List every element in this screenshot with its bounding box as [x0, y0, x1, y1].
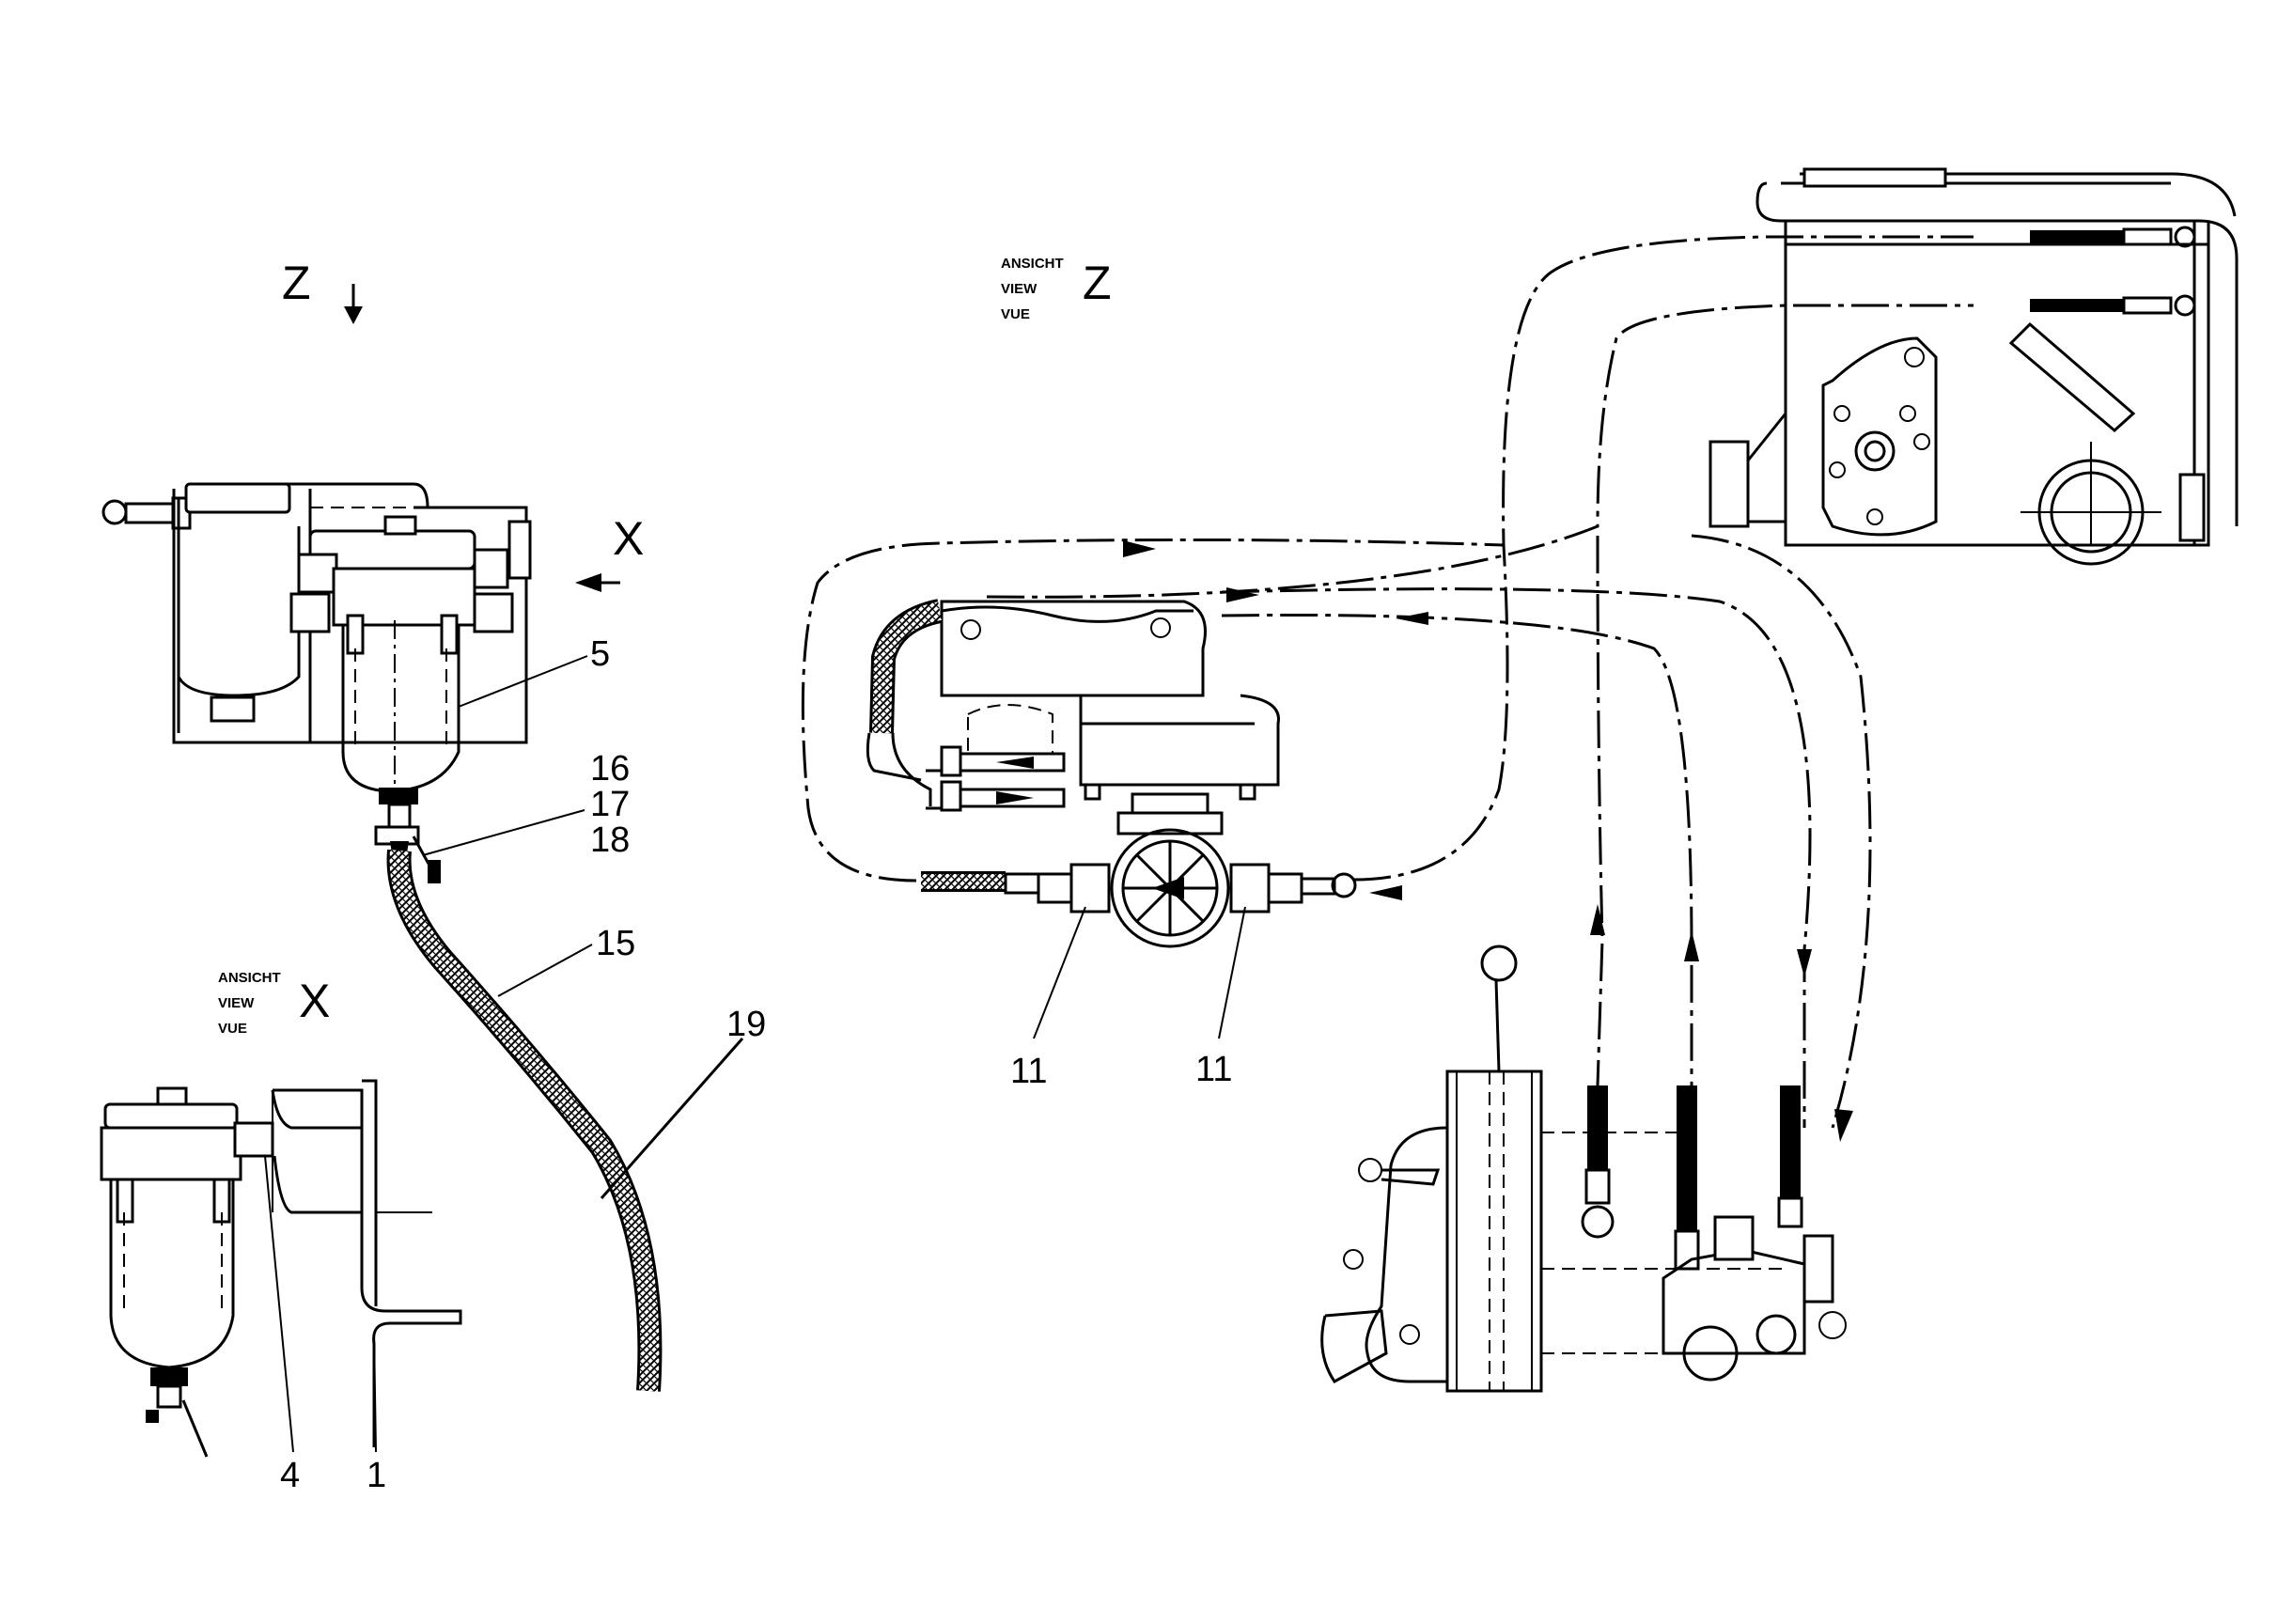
- flow-arrow-icon: [1123, 540, 1853, 1142]
- center-pump-assembly: 11 11: [866, 599, 1357, 1091]
- injection-pump-assembly: [1320, 945, 1847, 1393]
- callout-4: 4: [280, 1456, 300, 1495]
- view-x-filter: 4 1: [100, 1079, 462, 1495]
- callout-1: 1: [367, 1456, 386, 1495]
- z-marker-label: Z: [282, 257, 311, 309]
- view-z-caption: ANSICHT VIEW VUE Z: [1001, 256, 1112, 322]
- callouts-left: 5 16 17 18 15 19: [422, 634, 766, 1044]
- view-z-line1: ANSICHT: [1001, 256, 1064, 272]
- callout-17: 17: [590, 785, 630, 824]
- view-z-marker: Z: [282, 257, 363, 324]
- callout-11-right: 11: [1195, 1050, 1232, 1089]
- view-x-letter: X: [299, 975, 330, 1027]
- tank-assembly: [1708, 167, 2239, 566]
- callout-15: 15: [596, 924, 635, 963]
- hatched-hose-icon: [386, 849, 663, 1392]
- view-direction-arrow-icon: [344, 284, 363, 324]
- callout-11-left: 11: [1010, 1052, 1047, 1091]
- view-x-caption: ANSICHT VIEW VUE X: [218, 970, 330, 1037]
- view-direction-arrow-icon: [575, 573, 620, 592]
- callout-19: 19: [726, 1005, 766, 1044]
- view-z-line3: VUE: [1001, 306, 1030, 322]
- x-marker-label: X: [613, 512, 644, 565]
- view-x-line1: ANSICHT: [218, 970, 281, 986]
- fuel-filter-assembly: [101, 482, 532, 883]
- view-x-line2: VIEW: [218, 995, 255, 1011]
- fuel-line-routing: [801, 235, 1974, 1142]
- callout-16: 16: [590, 749, 630, 789]
- view-x-marker: X: [575, 512, 644, 592]
- view-z-line2: VIEW: [1001, 281, 1038, 297]
- callout-18: 18: [590, 820, 630, 860]
- view-x-line3: VUE: [218, 1021, 247, 1037]
- callout-5: 5: [590, 634, 610, 674]
- view-z-letter: Z: [1083, 257, 1112, 309]
- leader-19: [600, 1038, 744, 1199]
